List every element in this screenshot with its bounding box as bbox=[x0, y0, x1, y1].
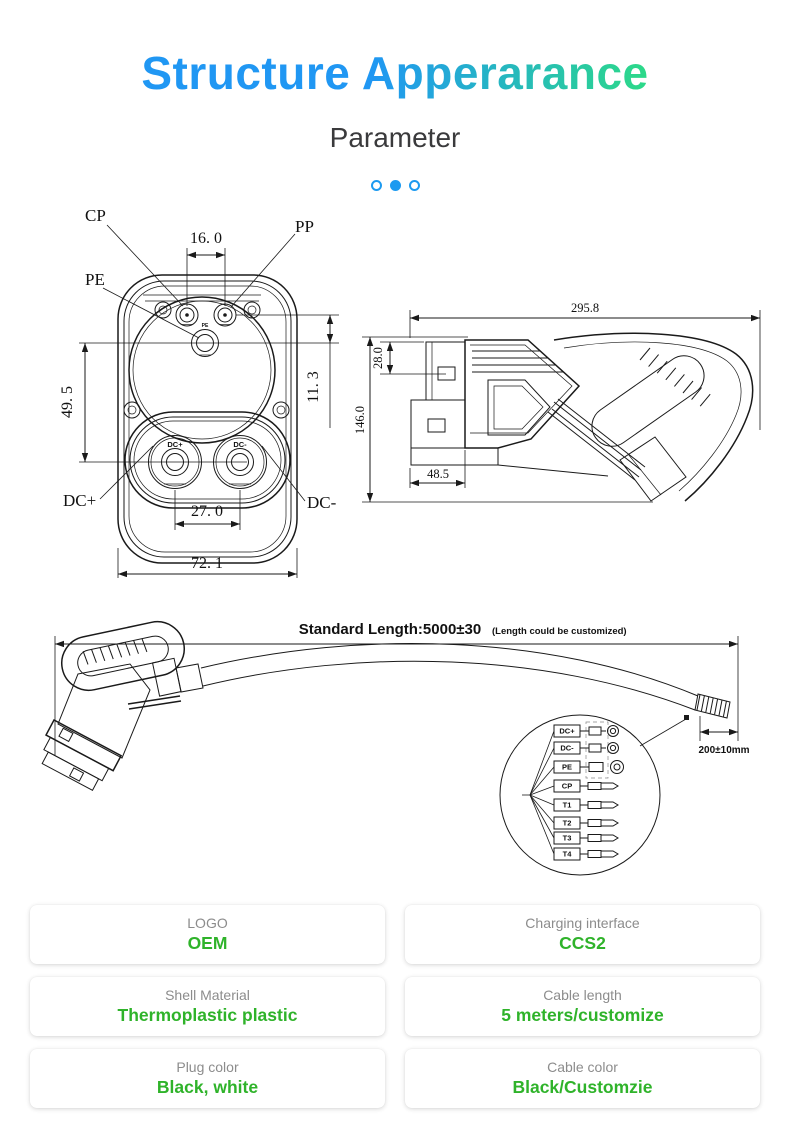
svg-text:48.5: 48.5 bbox=[427, 467, 449, 481]
side-body bbox=[464, 339, 609, 477]
svg-text:11. 3: 11. 3 bbox=[305, 371, 322, 402]
svg-text:CP: CP bbox=[562, 782, 572, 791]
page-title: Structure Apperarance bbox=[0, 46, 790, 100]
svg-text:72. 1: 72. 1 bbox=[191, 555, 223, 572]
carousel-dots bbox=[0, 180, 790, 191]
svg-text:16. 0: 16. 0 bbox=[190, 230, 222, 247]
cable-stripped-end bbox=[694, 693, 731, 719]
wire-t2: T2 bbox=[529, 794, 619, 830]
svg-text:146.0: 146.0 bbox=[353, 406, 367, 434]
spec-card-label: Plug color bbox=[176, 1058, 239, 1075]
svg-text:DC-: DC- bbox=[560, 744, 574, 753]
spec-card-value: Thermoplastic plastic bbox=[117, 1005, 298, 1026]
dim-dc-spacing: 27. 0 bbox=[174, 490, 241, 530]
side-cable-boot bbox=[619, 436, 687, 502]
plug-grip-ridges bbox=[82, 638, 148, 665]
svg-text:T2: T2 bbox=[563, 819, 572, 828]
dim-pp-to-pe: 11. 3 bbox=[305, 315, 334, 428]
spec-cards-grid: LOGO OEM Charging interface CCS2 Shell M… bbox=[30, 905, 760, 1108]
spec-card-label: Cable length bbox=[543, 986, 622, 1003]
side-grip-ridges bbox=[639, 347, 711, 407]
wire-cp: CP bbox=[529, 779, 619, 796]
dc-minus-label: DC- bbox=[307, 493, 337, 512]
spec-card-value: CCS2 bbox=[559, 933, 606, 954]
spec-card-cable-color: Cable color Black/Customzie bbox=[405, 1049, 760, 1108]
svg-text:PE: PE bbox=[562, 763, 572, 772]
dc-plus-label: DC+ bbox=[63, 491, 96, 510]
svg-text:DC-: DC- bbox=[233, 440, 247, 449]
spec-card-shell-material: Shell Material Thermoplastic plastic bbox=[30, 977, 385, 1036]
side-handle bbox=[553, 332, 754, 502]
spec-card-label: Charging interface bbox=[525, 914, 640, 931]
face-labels: CP PP PE DC+ DC- bbox=[63, 206, 337, 512]
page-subtitle: Parameter bbox=[329, 122, 461, 153]
dim-latch-depth: 28.0 bbox=[371, 341, 446, 375]
length-note-label: (Length could be customized) bbox=[492, 626, 627, 637]
dim-pin-spacing-top: 16. 0 bbox=[186, 230, 226, 306]
cable-curve bbox=[200, 643, 699, 711]
spec-card-label: LOGO bbox=[187, 914, 228, 931]
svg-text:295.8: 295.8 bbox=[571, 301, 599, 315]
standard-length-label: Standard Length:5000±30 bbox=[299, 621, 481, 638]
svg-text:T4: T4 bbox=[563, 850, 573, 859]
dim-overall-width: 72. 1 bbox=[117, 548, 298, 578]
svg-text:49. 5: 49. 5 bbox=[59, 386, 76, 418]
screw-hole-mid-left bbox=[123, 401, 141, 419]
svg-text:DC+: DC+ bbox=[167, 440, 183, 449]
screw-hole-top-left bbox=[154, 301, 172, 319]
carousel-dot-1[interactable] bbox=[370, 180, 382, 191]
ac-chamber-circle bbox=[128, 296, 276, 444]
connector-side-drawing: 295.8 28.0 146.0 48.5 bbox=[353, 301, 761, 503]
spec-card-value: OEM bbox=[187, 933, 228, 954]
wire-detail-circle: DC+ DC- PE bbox=[499, 714, 689, 876]
pp-pin bbox=[213, 303, 237, 327]
dim-overall-length: 295.8 bbox=[409, 301, 761, 430]
spec-card-cable-length: Cable length 5 meters/customize bbox=[405, 977, 760, 1036]
side-front-blocks bbox=[410, 341, 499, 466]
spec-card-label: Shell Material bbox=[165, 986, 250, 1003]
pe-pin: PE bbox=[191, 323, 219, 357]
cp-label: CP bbox=[85, 206, 106, 225]
pp-label: PP bbox=[295, 217, 314, 236]
dim-front-width: 48.5 bbox=[409, 450, 466, 488]
wire-dc-minus: DC- bbox=[529, 741, 619, 796]
wire-t1: T1 bbox=[529, 794, 619, 812]
cable-plug bbox=[41, 620, 204, 791]
dim-pe-to-dc: 49. 5 bbox=[59, 343, 89, 462]
svg-text:T3: T3 bbox=[563, 834, 572, 843]
spec-card-value: Black, white bbox=[156, 1077, 259, 1098]
carousel-dot-3[interactable] bbox=[408, 180, 420, 191]
wire-t4: T4 bbox=[529, 794, 619, 861]
strip-dim-label: 200±10mm bbox=[698, 745, 749, 756]
reference-lines bbox=[79, 314, 339, 463]
svg-text:T1: T1 bbox=[563, 801, 572, 810]
svg-text:PE: PE bbox=[202, 323, 209, 329]
cable-assembly-drawing: Standard Length:5000±30 (Length could be… bbox=[41, 620, 750, 876]
dim-strip-length: 200±10mm bbox=[698, 716, 750, 756]
svg-text:28.0: 28.0 bbox=[371, 347, 385, 369]
wire-dc-plus: DC+ bbox=[529, 724, 619, 796]
spec-card-plug-color: Plug color Black, white bbox=[30, 1049, 385, 1108]
spec-card-label: Cable color bbox=[547, 1058, 618, 1075]
spec-card-logo: LOGO OEM bbox=[30, 905, 385, 964]
svg-text:DC+: DC+ bbox=[559, 727, 575, 736]
pe-label: PE bbox=[85, 270, 105, 289]
svg-text:27. 0: 27. 0 bbox=[191, 503, 223, 520]
cp-pin bbox=[175, 303, 199, 327]
connector-face-drawing: PE DC+ bbox=[59, 206, 339, 578]
wire-t3: T3 bbox=[529, 794, 619, 845]
dc-section-outline bbox=[124, 411, 291, 509]
carousel-dot-2-active[interactable] bbox=[389, 180, 401, 191]
screw-hole-top-right bbox=[243, 301, 261, 319]
spec-card-charging-interface: Charging interface CCS2 bbox=[405, 905, 760, 964]
spec-card-value: Black/Customzie bbox=[512, 1077, 653, 1098]
dim-overall-height: 146.0 bbox=[353, 336, 653, 503]
wire-pe: PE bbox=[529, 760, 624, 796]
spec-card-value: 5 meters/customize bbox=[501, 1005, 664, 1026]
dim-standard-length: Standard Length:5000±30 (Length could be… bbox=[54, 621, 739, 756]
screw-hole-mid-right bbox=[272, 401, 290, 419]
